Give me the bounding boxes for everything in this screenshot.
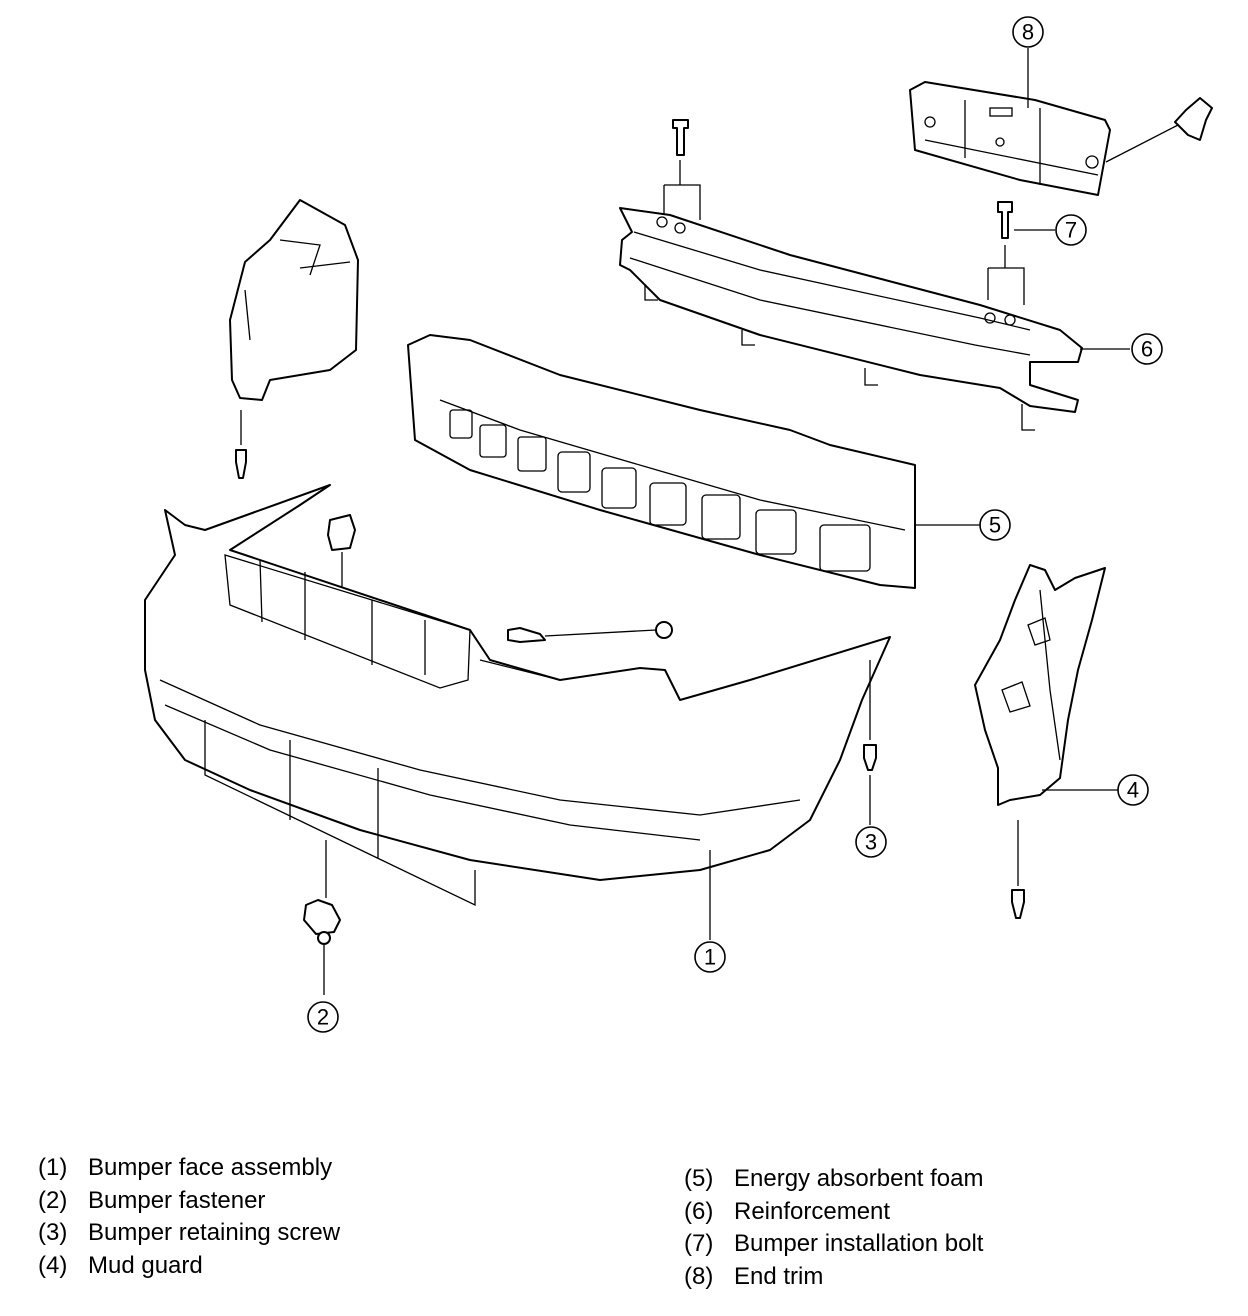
- callout-2-label: 2: [317, 1005, 329, 1030]
- legend-text: Energy absorbent foam: [734, 1165, 984, 1192]
- callout-3: 3: [855, 826, 887, 858]
- callout-4-label: 4: [1127, 778, 1139, 803]
- legend-item: (3) Bumper retaining screw: [38, 1217, 340, 1250]
- legend-item: (5) Energy absorbent foam: [684, 1163, 983, 1196]
- legend-number: (4): [38, 1251, 68, 1279]
- reinforcement-part: [619, 207, 1083, 431]
- legend-text: Bumper installation bolt: [734, 1230, 984, 1257]
- callout-2: 2: [307, 1001, 339, 1033]
- legend-item: (7) Bumper installation bolt: [684, 1228, 983, 1261]
- legend-number: (3): [38, 1219, 68, 1246]
- mud-guard-part: [974, 564, 1106, 806]
- callout-7: 7: [1055, 214, 1087, 246]
- legend-text: Bumper fastener: [88, 1186, 266, 1214]
- callout-4: 4: [1117, 774, 1149, 806]
- clip-icon: [1174, 97, 1213, 141]
- side-bolt-icon: [507, 621, 673, 643]
- callout-3-label: 3: [865, 830, 877, 855]
- exploded-parts-diagram: 1 2 3 4 5 6 7 8: [144, 16, 1213, 1033]
- installation-bolt-icon: [987, 201, 1025, 305]
- bumper-face-assembly-part: [144, 484, 891, 907]
- callout-5-label: 5: [989, 513, 1001, 538]
- bumper-retaining-screw-icon: [863, 660, 877, 825]
- legend-text: End trim: [734, 1262, 824, 1290]
- legend-right: (5) Energy absorbent foam (6) Reinforcemen…: [684, 1163, 983, 1293]
- legend-number: (2): [38, 1186, 68, 1214]
- legend-number: (7): [684, 1230, 714, 1257]
- callout-6: 6: [1131, 333, 1163, 365]
- legend-text: Bumper face assembly: [88, 1154, 333, 1181]
- legend-text: Bumper retaining screw: [88, 1219, 341, 1246]
- legend-item: (6) Reinforcement: [684, 1196, 983, 1229]
- energy-absorbent-foam-part: [407, 334, 916, 589]
- callout-5: 5: [979, 509, 1011, 541]
- legend-item: (2) Bumper fastener: [38, 1185, 340, 1218]
- callout-8-label: 8: [1022, 20, 1034, 45]
- bumper-push-clip-icon: [327, 514, 356, 588]
- callout-1-label: 1: [704, 945, 716, 970]
- callout-1: 1: [694, 850, 726, 973]
- legend-number: (5): [684, 1165, 714, 1192]
- legend-number: (6): [684, 1197, 714, 1225]
- legend-left: (1) Bumper face assembly (2) Bumper fasten…: [38, 1152, 340, 1282]
- callout-8: 8: [1012, 16, 1044, 108]
- mud-guard-screw-icon: [1011, 820, 1025, 919]
- callout-7-label: 7: [1065, 218, 1077, 243]
- legend-text: Mud guard: [88, 1251, 203, 1279]
- bumper-fastener-icon: [303, 840, 341, 995]
- legend-number: (1): [38, 1154, 68, 1181]
- legend-item: (1) Bumper face assembly: [38, 1152, 340, 1185]
- legend-text: Reinforcement: [734, 1197, 891, 1225]
- end-trim-part: [909, 81, 1111, 196]
- callout-6-label: 6: [1141, 337, 1153, 362]
- legend-number: (8): [684, 1262, 714, 1290]
- bolt-icon: [663, 119, 701, 220]
- screw-icon: [235, 410, 247, 479]
- legend-item: (4) Mud guard: [38, 1250, 340, 1283]
- left-mud-guard-part: [229, 199, 359, 401]
- legend-item: (8) End trim: [684, 1261, 983, 1294]
